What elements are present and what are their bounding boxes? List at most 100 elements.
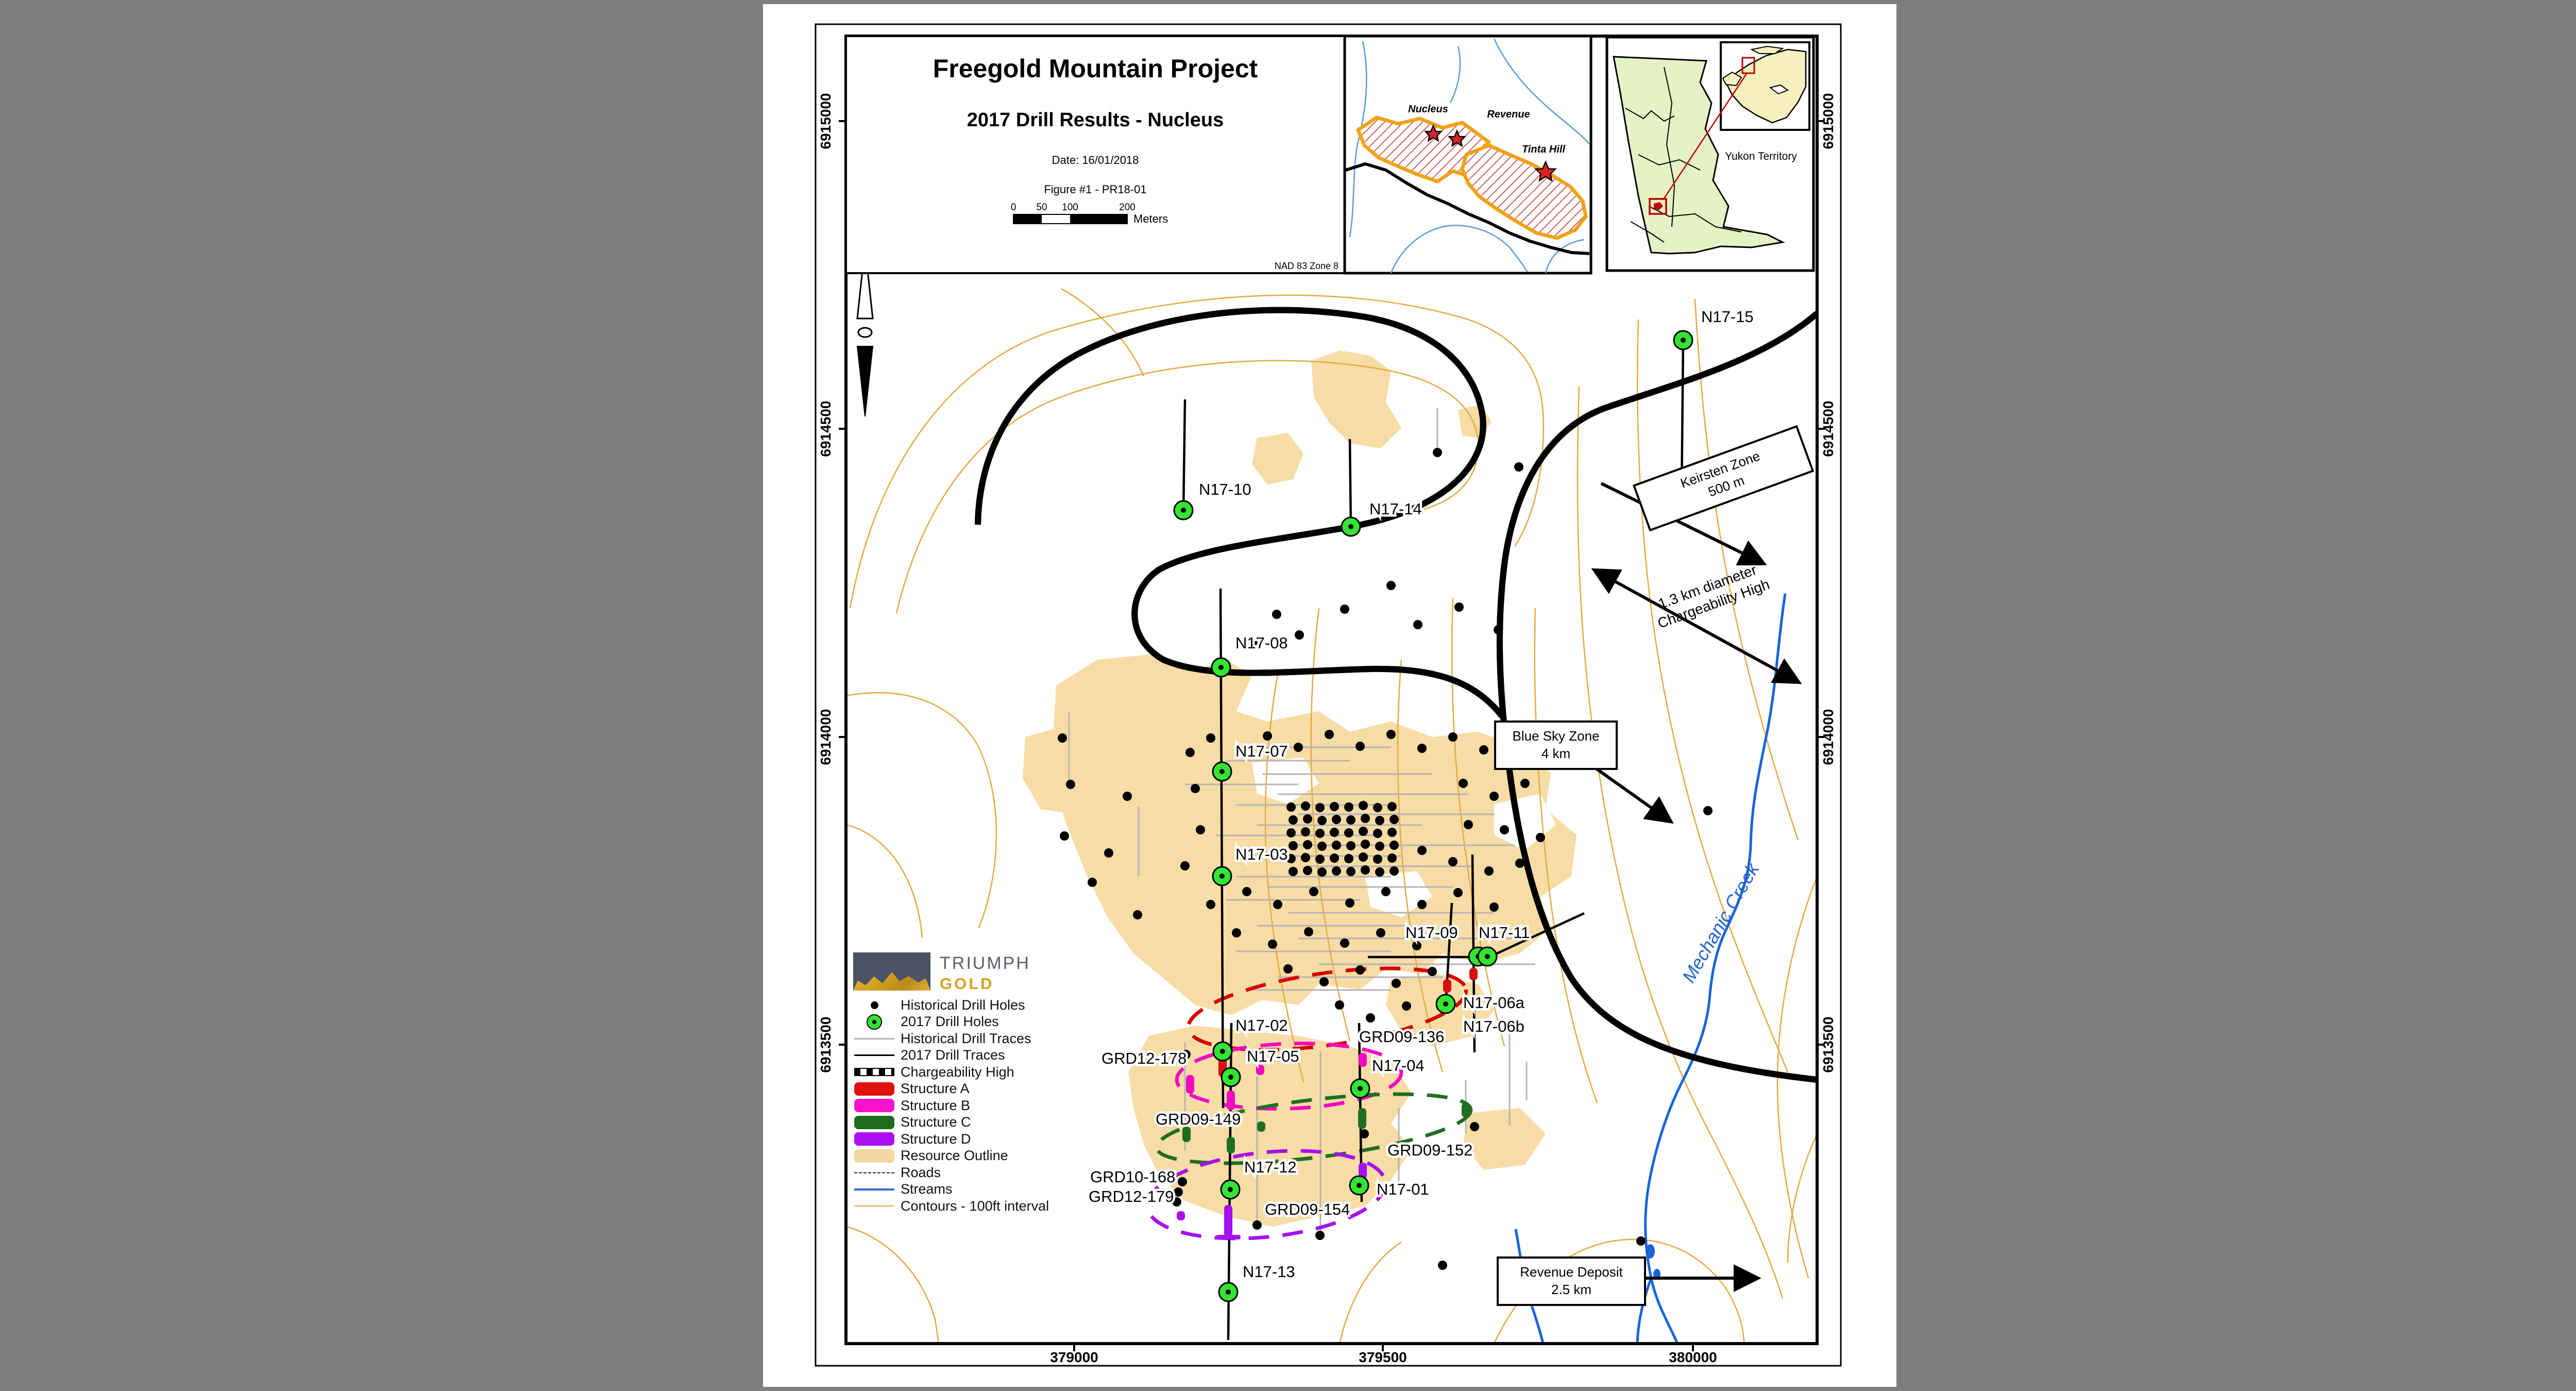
legend-item-streams: Streams bbox=[853, 1181, 1075, 1198]
historical-drill-hole bbox=[1206, 900, 1215, 909]
drill-hole-label-N17-04: N17-04 bbox=[1372, 1057, 1425, 1075]
historical-drill-hole bbox=[1636, 1236, 1646, 1246]
historical-drill-hole bbox=[1464, 820, 1473, 829]
historical-drill-hole bbox=[1330, 802, 1339, 811]
resource-outline bbox=[1023, 350, 1577, 1227]
historical-drill-hole bbox=[1389, 815, 1399, 824]
streams-icon bbox=[854, 1188, 894, 1191]
historical-drill-hole bbox=[1500, 825, 1509, 834]
structure-c-icon bbox=[854, 1115, 894, 1129]
logo-word-gold: GOLD bbox=[940, 975, 994, 993]
claims-labels: Nucleus Revenue Tinta Hill bbox=[1408, 104, 1565, 155]
structure-b-ellipse bbox=[1175, 1042, 1403, 1111]
legend-label: Chargeability High bbox=[901, 1064, 1014, 1080]
drill-trace-2017 bbox=[1182, 399, 1187, 512]
drill-hole-label-N17-12: N17-12 bbox=[1244, 1158, 1297, 1176]
structure-d-crossbar bbox=[1216, 1235, 1241, 1239]
drill-hole-center bbox=[1348, 524, 1353, 529]
historical-drill-hole bbox=[1268, 940, 1277, 949]
historical-drill-hole bbox=[1325, 730, 1334, 739]
keirsten-arrow bbox=[1600, 482, 1767, 566]
revenue-line1: Revenue Deposit bbox=[1520, 1264, 1623, 1280]
historical-drill-hole bbox=[1453, 888, 1463, 897]
yukon-inset: Yukon Territory bbox=[1605, 36, 1815, 272]
drill-trace-2017-icon bbox=[854, 1054, 894, 1057]
resource-outline-icon bbox=[854, 1149, 894, 1163]
y-axis-label: 6913500 bbox=[818, 1016, 834, 1072]
historical-drill-hole bbox=[1359, 827, 1368, 836]
historical-drill-hole bbox=[1317, 816, 1327, 825]
historical-drill-hole bbox=[1355, 965, 1365, 975]
historical-drill-hole bbox=[1489, 902, 1499, 912]
historical-drill-hole bbox=[1515, 859, 1524, 868]
historical-drill-hole bbox=[1344, 828, 1353, 837]
historical-drill-hole bbox=[1373, 803, 1382, 812]
structure-d-intercept bbox=[1224, 1205, 1232, 1237]
historical-drill-hole bbox=[1470, 1122, 1479, 1131]
legend-item-roads: Roads bbox=[853, 1164, 1075, 1181]
gold-mountain-icon bbox=[853, 972, 930, 991]
historical-drill-hole bbox=[1104, 848, 1113, 858]
historical-drill-hole bbox=[1346, 815, 1355, 825]
structure-d-icon bbox=[854, 1132, 894, 1146]
historical-drill-hole bbox=[1389, 841, 1399, 850]
drill-hole-center bbox=[1220, 1049, 1225, 1054]
historical-drill-hole bbox=[1295, 630, 1304, 640]
legend-item-structure-a: Structure A bbox=[853, 1081, 1075, 1098]
drill-trace-2017 bbox=[1348, 439, 1352, 528]
annotation-arrows bbox=[1591, 482, 1802, 1292]
yukon-locator-box bbox=[1649, 198, 1667, 215]
historical-drill-hole bbox=[1174, 1187, 1183, 1197]
structure-c-ellipse bbox=[1155, 1092, 1473, 1165]
drill-hole-center bbox=[1443, 1001, 1448, 1007]
historical-drill-hole bbox=[1454, 602, 1464, 612]
callout-label-GRD09-136: GRD09-136 bbox=[1359, 1028, 1444, 1046]
historical-drill-hole bbox=[1459, 779, 1468, 788]
historical-drill-hole bbox=[1386, 581, 1396, 590]
x-axis-label: 379000 bbox=[1050, 1349, 1098, 1365]
drill-hole-center bbox=[1228, 1187, 1233, 1192]
legend-label: 2017 Drill Holes bbox=[901, 1014, 999, 1030]
claims-inset: Nucleus Revenue Tinta Hill bbox=[1343, 35, 1592, 275]
nucleus-star bbox=[1423, 124, 1443, 142]
blue-sky-arrow bbox=[1592, 765, 1674, 824]
legend-item-structure-b: Structure B bbox=[853, 1097, 1075, 1114]
historical-drill-hole bbox=[1332, 815, 1341, 824]
historical-drill-hole bbox=[1286, 828, 1296, 837]
legend-label: Resource Outline bbox=[901, 1148, 1008, 1164]
drill-hole-center bbox=[1219, 769, 1225, 774]
historical-drill-hole bbox=[1402, 1001, 1411, 1011]
historical-drill-hole bbox=[1191, 784, 1200, 793]
drill-trace-2017 bbox=[1487, 912, 1585, 959]
drill-hole-center bbox=[1357, 1183, 1362, 1188]
legend-item-2017-holes: 2017 Drill Holes bbox=[853, 1014, 1075, 1031]
x-axis-label: 379500 bbox=[1359, 1349, 1406, 1365]
historical-drill-hole bbox=[1301, 827, 1310, 836]
historical-drill-hole bbox=[1172, 1197, 1181, 1206]
historical-drill-hole bbox=[1289, 815, 1298, 825]
figure-number: Figure #1 - PR18-01 bbox=[1044, 183, 1146, 196]
historical-drill-hole bbox=[1361, 865, 1370, 875]
historical-drill-hole bbox=[1242, 887, 1251, 896]
historical-drill-hole bbox=[1373, 854, 1382, 864]
historical-drill-hole bbox=[1301, 853, 1310, 862]
historical-drill-hole bbox=[1386, 730, 1396, 739]
drill-hole-label-N17-07: N17-07 bbox=[1235, 742, 1288, 760]
drill-hole-2017-icon bbox=[867, 1014, 882, 1030]
drill-hole-label-N17-14: N17-14 bbox=[1369, 500, 1422, 518]
historical-drill-hole bbox=[1514, 462, 1523, 472]
historical-drill-hole bbox=[1058, 733, 1067, 743]
drill-hole-center bbox=[1228, 1075, 1233, 1080]
y-axis-label: 6915000 bbox=[818, 93, 834, 149]
callout-label-GRD12-178: GRD12-178 bbox=[1101, 1049, 1187, 1067]
historical-drill-hole bbox=[1340, 605, 1349, 614]
revenue-label: Revenue bbox=[1487, 109, 1530, 120]
legend-item-chargeability: Chargeability High bbox=[853, 1064, 1075, 1081]
legend-label: Structure C bbox=[901, 1114, 971, 1130]
drill-hole-label-N17-15: N17-15 bbox=[1701, 308, 1754, 326]
drill-hole-label-N17-05: N17-05 bbox=[1247, 1047, 1299, 1065]
historical-drill-hole bbox=[1234, 745, 1244, 755]
legend-label: Structure D bbox=[901, 1131, 971, 1147]
historical-drill-hole bbox=[1489, 792, 1499, 801]
structure-d-intercept bbox=[1177, 1211, 1185, 1220]
